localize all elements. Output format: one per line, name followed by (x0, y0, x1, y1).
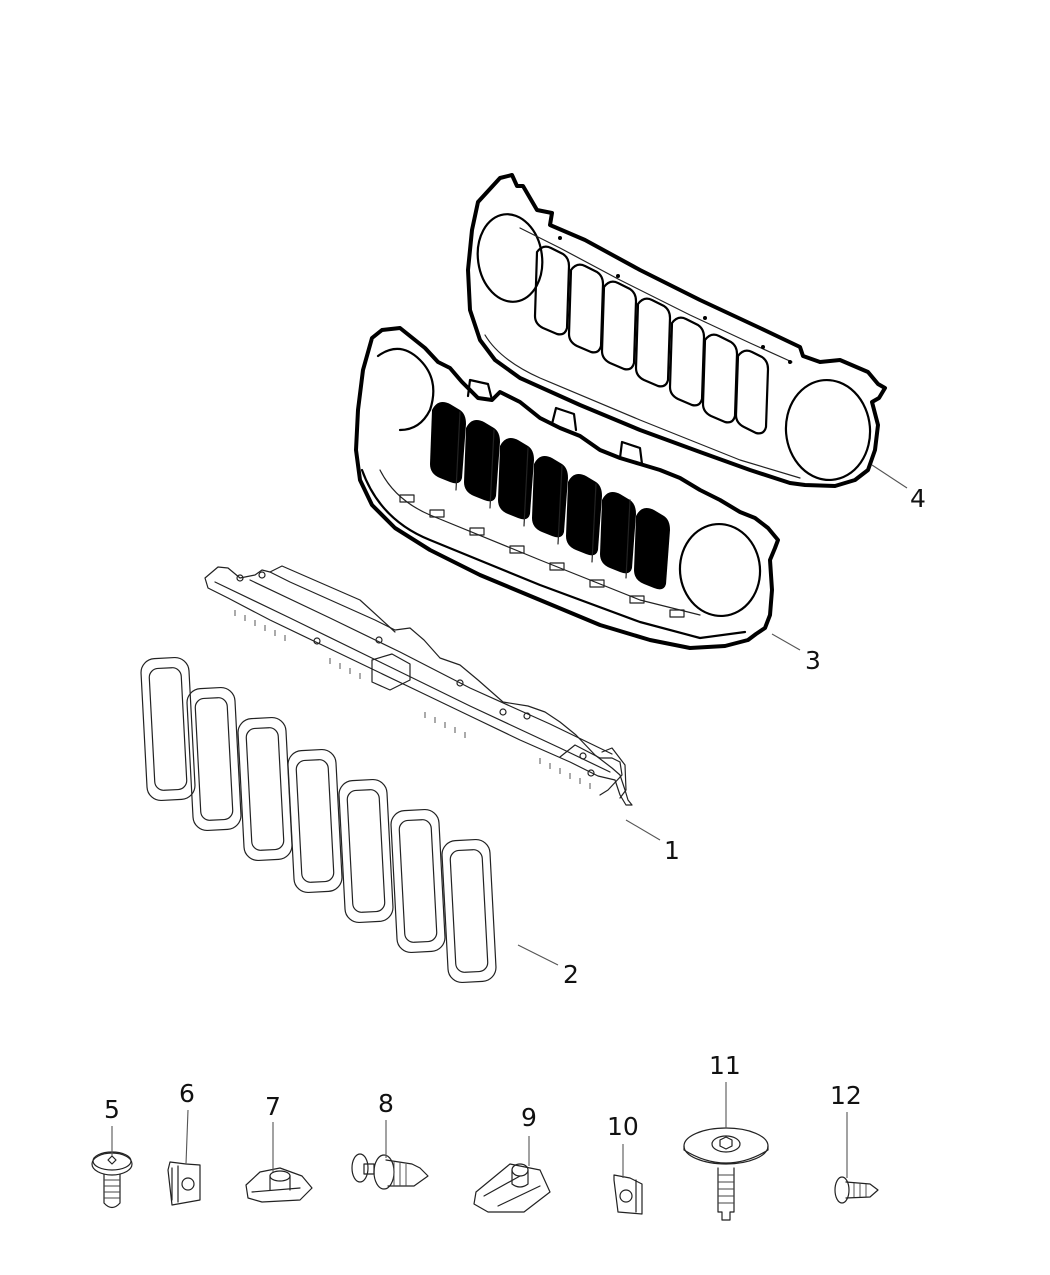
fastener-6-drawing (167, 1161, 201, 1206)
callout-12[interactable]: 12 (830, 1081, 862, 1110)
callout-6[interactable]: 6 (179, 1079, 195, 1108)
leader-lines (111, 464, 908, 1178)
callout-9[interactable]: 9 (521, 1103, 537, 1132)
leader-4 (871, 464, 908, 489)
fastener-7-drawing (245, 1167, 313, 1203)
leader-2 (517, 944, 559, 966)
grille-inner-reinforcement-drawing (354, 326, 780, 650)
leader-3 (771, 633, 801, 651)
fastener-12-drawing (834, 1176, 879, 1204)
callout-1[interactable]: 1 (664, 836, 680, 865)
leader-6 (185, 1109, 189, 1165)
callout-11[interactable]: 11 (709, 1051, 741, 1080)
fastener-5-drawing (91, 1151, 133, 1209)
callout-2[interactable]: 2 (563, 960, 579, 989)
grille-support-bracket-drawing (204, 565, 633, 806)
grille-outer-shell-drawing (466, 173, 887, 488)
callout-8[interactable]: 8 (378, 1089, 394, 1118)
callout-5[interactable]: 5 (104, 1095, 120, 1124)
leader-1 (625, 819, 661, 841)
callout-10[interactable]: 10 (607, 1112, 639, 1141)
fastener-10-drawing (613, 1174, 643, 1215)
fastener-11-drawing (683, 1127, 769, 1221)
callout-7[interactable]: 7 (265, 1092, 281, 1121)
grille-insert-rings-drawing (140, 656, 497, 984)
callout-4[interactable]: 4 (910, 484, 926, 513)
fastener-8-drawing (351, 1153, 429, 1190)
callout-3[interactable]: 3 (805, 646, 821, 675)
fastener-9-drawing (473, 1163, 551, 1213)
